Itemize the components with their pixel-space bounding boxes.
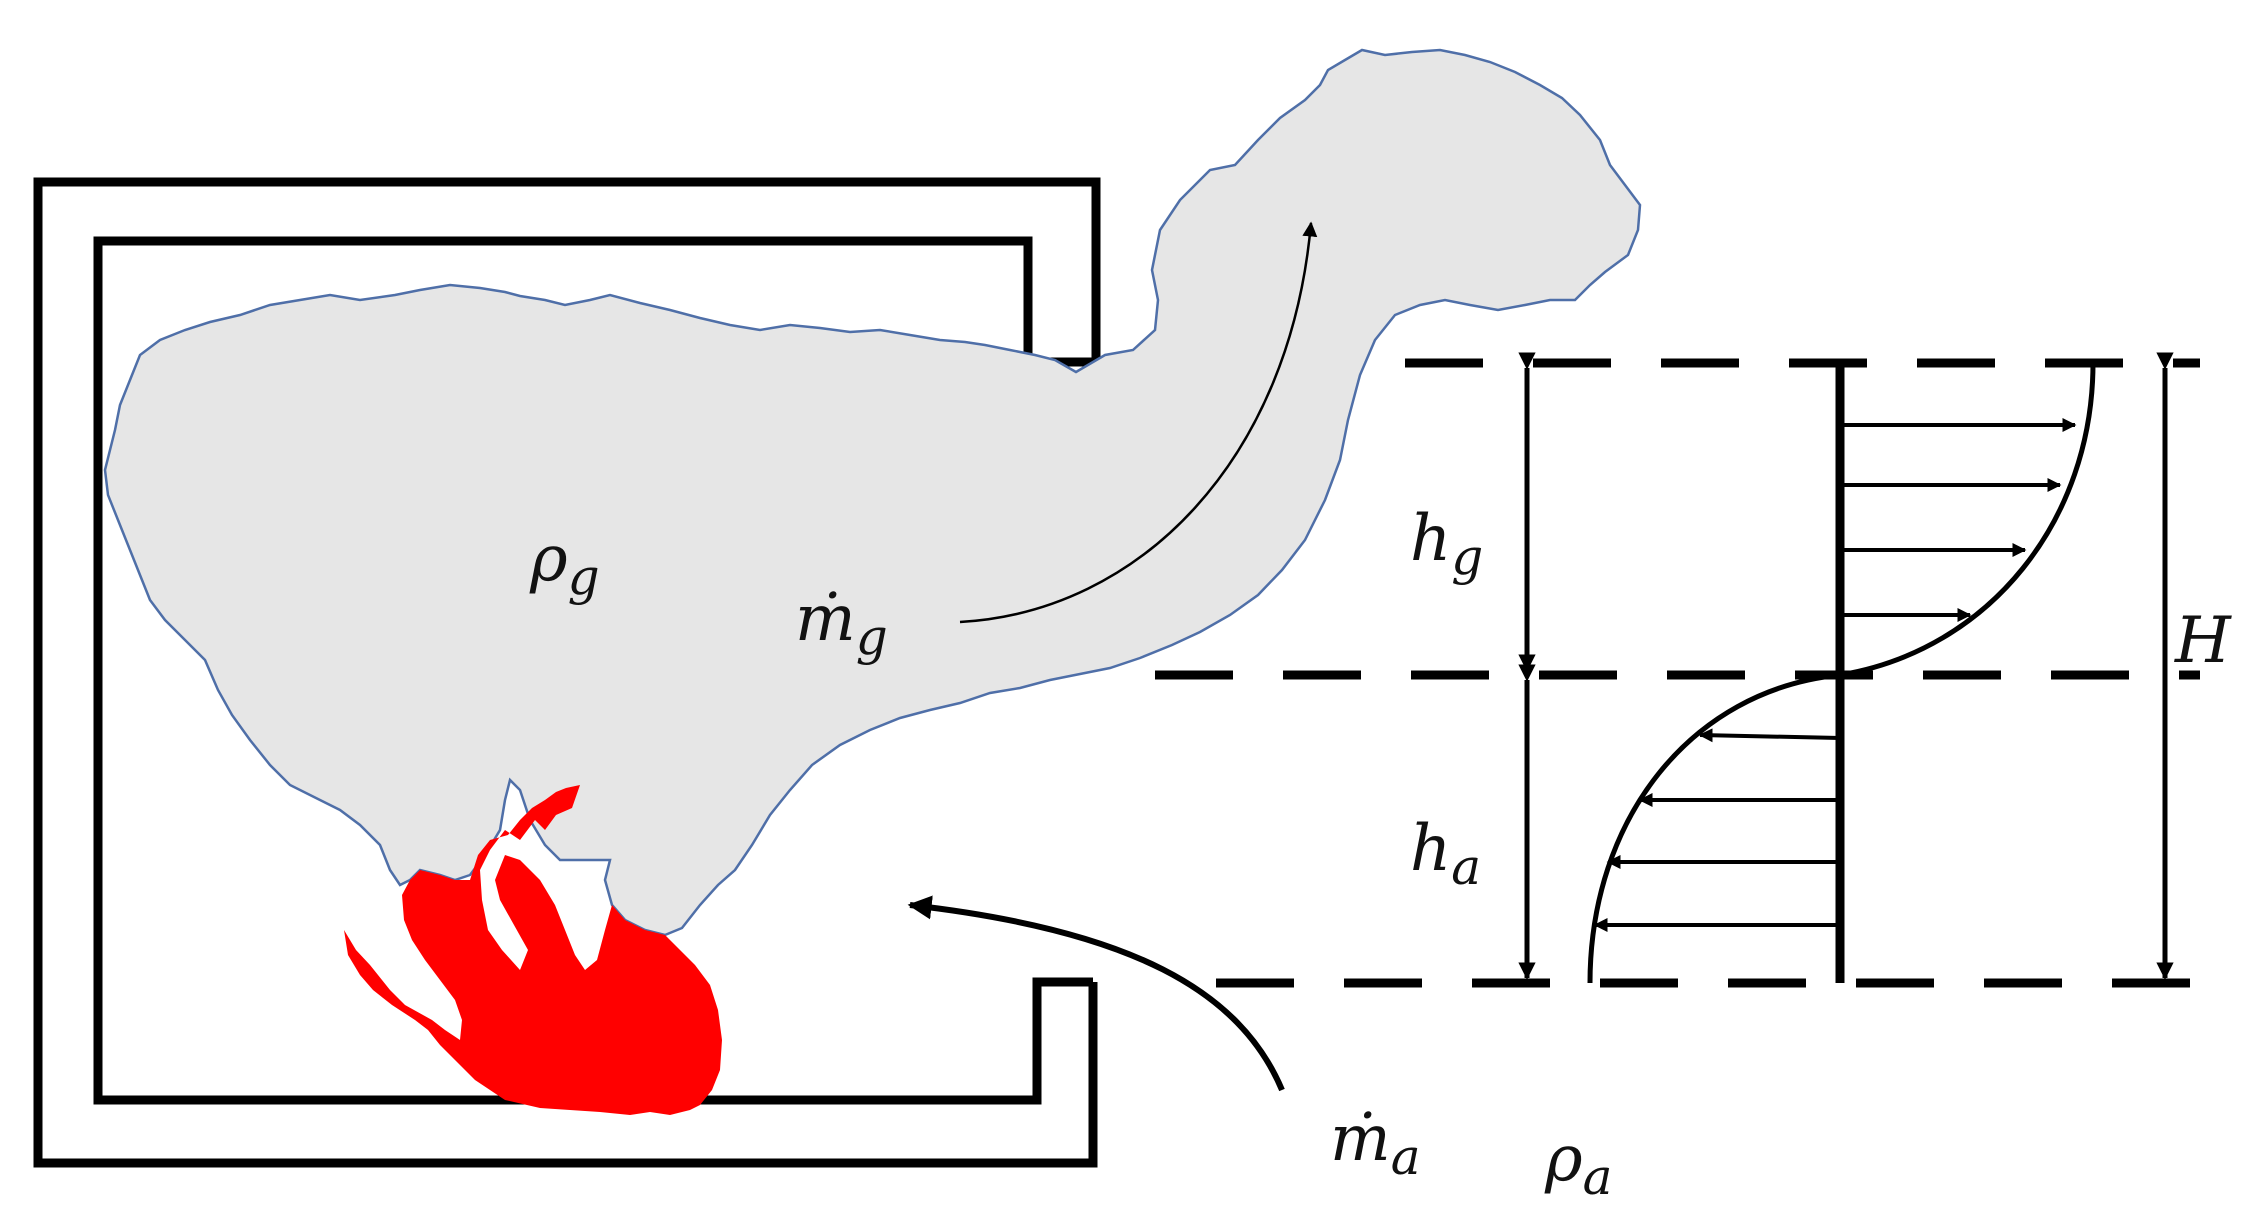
label-rho-a: ρa	[1544, 1122, 1612, 1206]
fire-flame	[344, 785, 722, 1115]
velocity-profile	[1587, 362, 2096, 984]
label-mdot-a: ṁa	[1330, 1102, 1421, 1186]
inflow-velocity-arrows	[1593, 728, 1841, 932]
profile-curve	[1587, 362, 2096, 984]
outflow-arrow	[959, 221, 1318, 624]
label-H: H	[2174, 604, 2232, 678]
outer-wall	[33, 177, 1101, 1168]
label-h-g: hg	[1410, 502, 1483, 586]
compartment-walls	[33, 177, 1101, 1168]
reference-lines	[1155, 358, 2200, 988]
inner-wall	[93, 236, 1096, 1105]
outflow-velocity-arrows	[1840, 418, 2077, 622]
smoke-plume	[103, 48, 1642, 937]
dimension-markers	[1518, 352, 2174, 980]
label-rho-g: ρg	[529, 522, 600, 606]
label-h-a: ha	[1410, 812, 1481, 896]
velocity-arrow	[1698, 728, 1841, 743]
label-mdot-g: ṁg	[795, 582, 888, 666]
inflow-arrow	[907, 895, 1285, 1092]
